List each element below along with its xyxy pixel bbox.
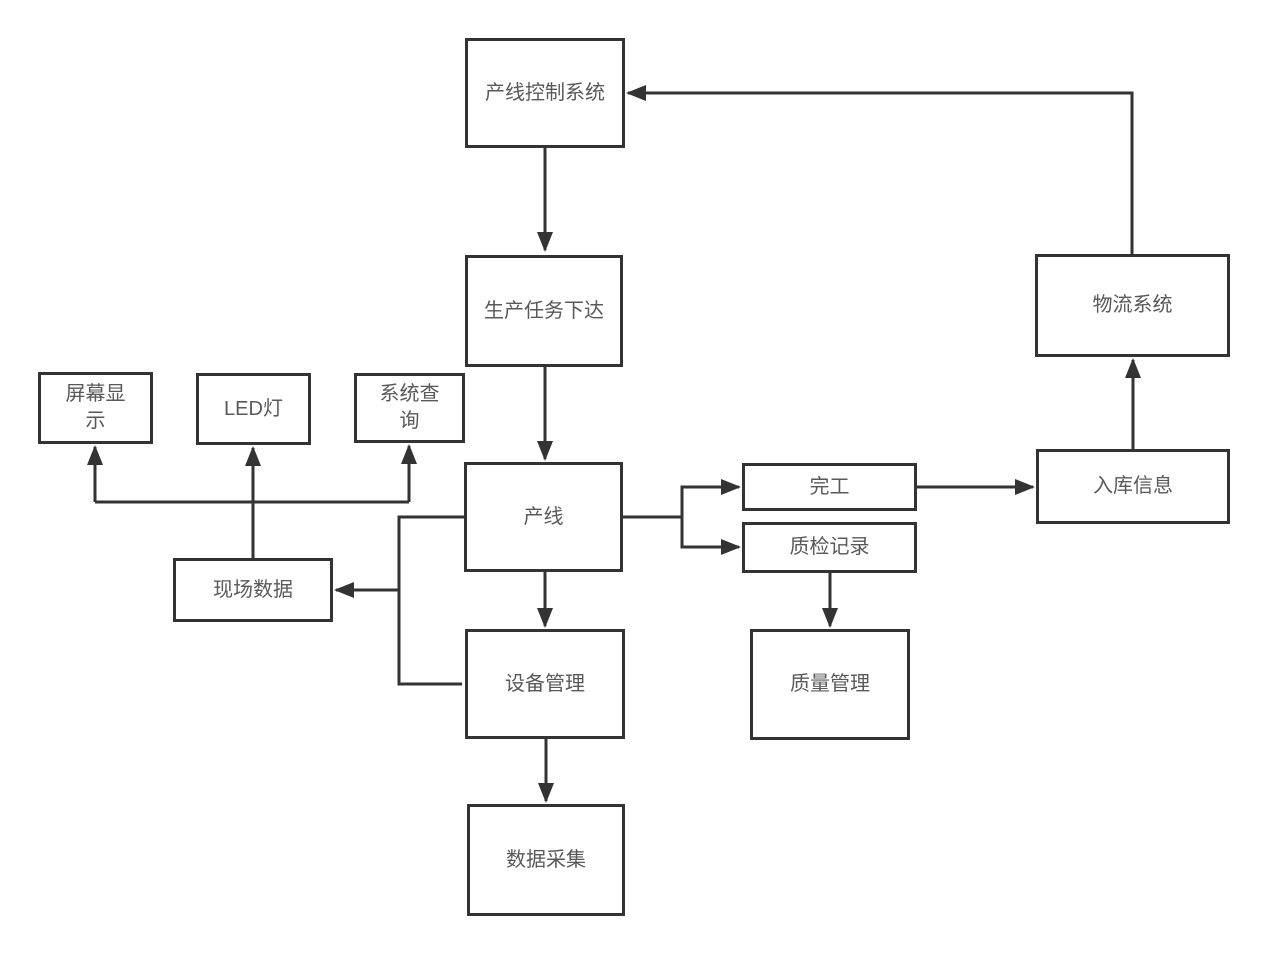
node-label: 物流系统	[1092, 294, 1173, 316]
node-production-line: 产线	[464, 462, 623, 572]
node-led-light: LED灯	[196, 373, 311, 445]
node-label: 生产任务下达	[484, 299, 604, 322]
node-label: 产线	[523, 505, 564, 528]
node-quality-inspection-record: 质检记录	[742, 522, 917, 573]
node-logistics-system: 物流系统	[1035, 254, 1230, 357]
edge-logistics-to-control	[626, 85, 1134, 254]
node-label: 完工	[809, 475, 850, 498]
node-system-query: 系统查询	[354, 373, 465, 443]
node-equipment-management: 设备管理	[465, 629, 625, 739]
node-label: 产线控制系统	[485, 81, 605, 104]
node-warehousing-info: 入库信息	[1036, 449, 1230, 524]
node-label: LED灯	[224, 397, 283, 420]
node-screen-display: 屏幕显示	[38, 372, 153, 444]
node-production-task-issue: 生产任务下达	[465, 255, 623, 367]
edge-left-route	[397, 515, 464, 686]
edge-line-to-completion	[680, 479, 741, 517]
node-label: 现场数据	[213, 578, 293, 601]
node-label: 质检记录	[789, 536, 870, 558]
node-field-data: 现场数据	[173, 558, 333, 622]
node-label: 数据采集	[506, 848, 586, 871]
node-label: 设备管理	[505, 672, 585, 695]
node-label: 质量管理	[790, 673, 870, 695]
node-completion: 完工	[742, 463, 917, 511]
edge-line-to-inspection-record	[680, 517, 741, 555]
node-quality-management: 质量管理	[750, 629, 910, 740]
node-production-line-control: 产线控制系统	[465, 38, 625, 148]
node-label: 屏幕显示	[65, 383, 126, 432]
node-data-collection: 数据采集	[467, 804, 625, 916]
node-label: 入库信息	[1093, 475, 1173, 497]
node-label: 系统查询	[379, 383, 440, 432]
